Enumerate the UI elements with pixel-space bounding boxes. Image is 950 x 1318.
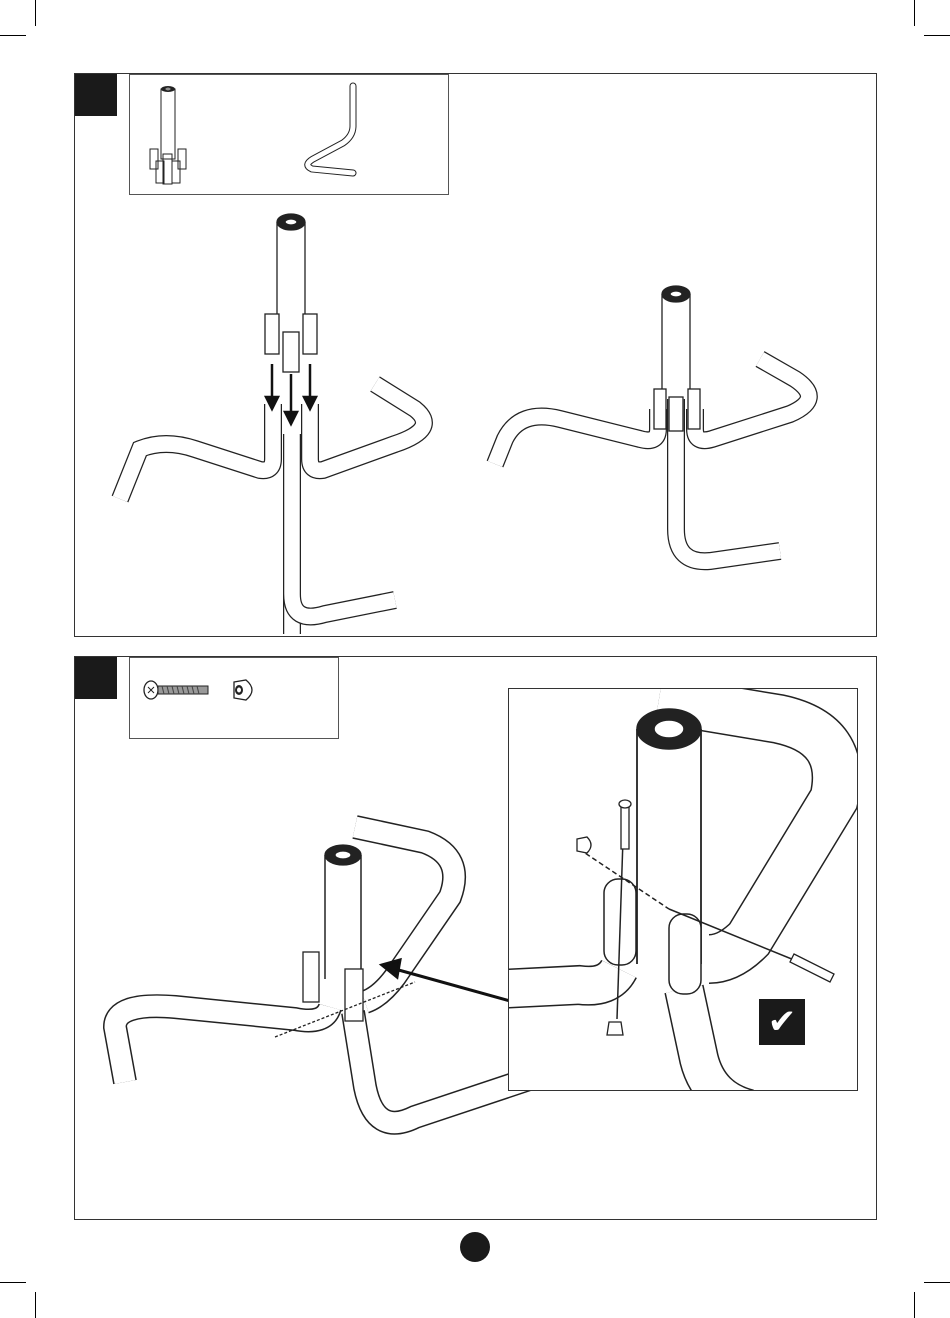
cap-nut-icon (230, 676, 260, 704)
bolt-fastening-detail-view: ✔ (508, 688, 858, 1091)
crop-mark-bottom-right-h (924, 1282, 950, 1283)
bent-leg-tube-icon (298, 81, 378, 181)
center-post-icon (142, 79, 202, 189)
bolt-icon (142, 678, 212, 702)
step-2-number-box (75, 657, 117, 699)
step-2-panel: ✔ (74, 656, 877, 1220)
detail-drawing (509, 689, 858, 1091)
crop-mark-bottom-left-h (0, 1282, 26, 1283)
step-1-parts-box (129, 74, 449, 195)
checkmark-badge: ✔ (759, 999, 805, 1045)
bolt-fastening-overview-view (95, 807, 575, 1267)
crop-mark-top-right-h (924, 35, 950, 36)
crop-mark-bottom-left-v (35, 1292, 36, 1318)
crop-mark-top-left-h (0, 35, 26, 36)
step-1-panel (74, 73, 877, 637)
crop-mark-top-left-v (35, 0, 36, 26)
crop-mark-top-right-v (914, 0, 915, 26)
page-number-dot (460, 1232, 490, 1262)
checkmark-icon: ✔ (759, 999, 805, 1045)
crop-mark-bottom-right-v (914, 1292, 915, 1318)
assembled-leg-base-view (480, 279, 840, 599)
step-2-parts-box (129, 657, 339, 739)
step-1-number-box (75, 74, 117, 116)
exploded-leg-insertion-view (95, 204, 455, 624)
